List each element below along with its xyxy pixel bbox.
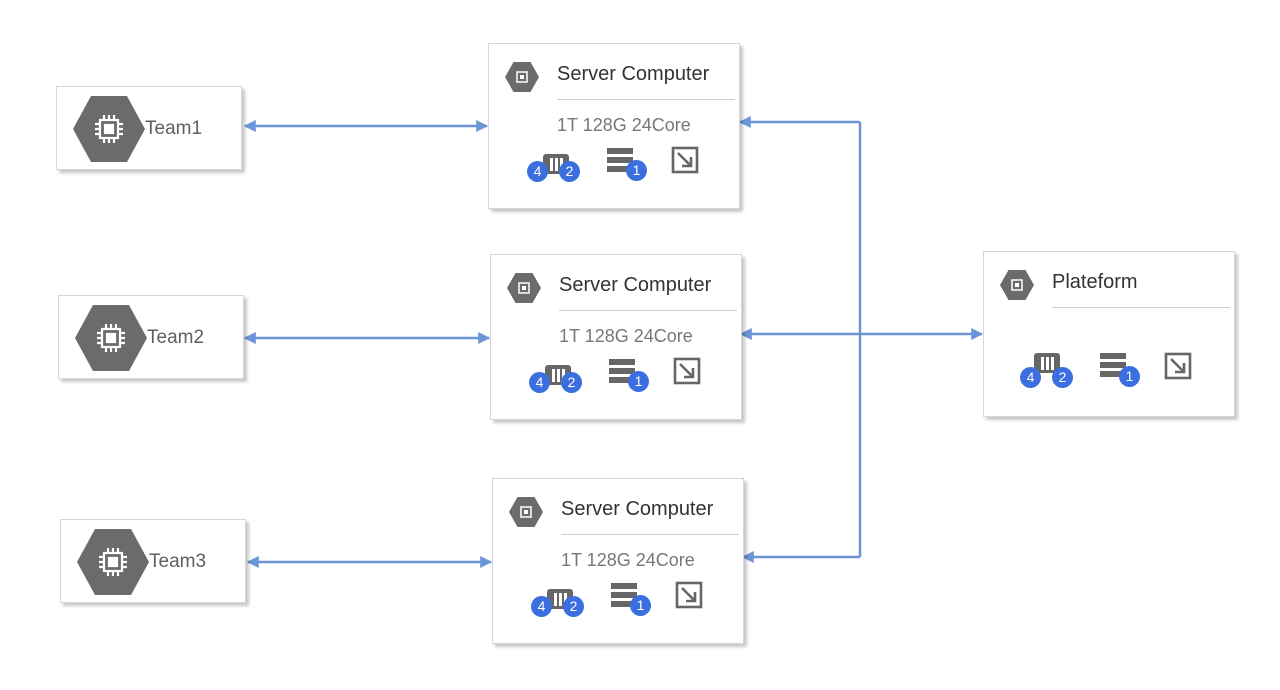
cpu-chip-icon — [75, 305, 147, 371]
gpu-count-badge: 2 — [559, 161, 580, 182]
team-card-3[interactable]: Team3 — [60, 519, 246, 603]
disk-count-badge: 1 — [626, 160, 647, 181]
cpu-chip-icon — [509, 497, 543, 527]
disk-count-badge: 1 — [628, 371, 649, 392]
team-card-1[interactable]: Team1 — [56, 86, 242, 170]
server-title: Server Computer — [557, 63, 710, 85]
storage-stack-icon — [609, 359, 635, 383]
storage-stack-icon — [611, 583, 637, 607]
team-label: Team3 — [149, 551, 207, 572]
expand-arrow-icon[interactable] — [670, 145, 700, 175]
server-card-1[interactable]: Server Computer 1T 128G 24Core 4 2 1 — [488, 43, 740, 209]
team-card-2[interactable]: Team2 — [58, 295, 244, 379]
team-label: Team1 — [145, 118, 203, 139]
gpu-count-badge: 2 — [561, 372, 582, 393]
gpu-count-badge: 4 — [1020, 367, 1041, 388]
server-card-2[interactable]: Server Computer 1T 128G 24Core 4 2 1 — [490, 254, 742, 420]
gpu-count-badge: 4 — [529, 372, 550, 393]
expand-arrow-icon[interactable] — [1163, 351, 1193, 381]
divider — [561, 534, 739, 535]
platform-card[interactable]: Plateform 4 2 1 — [983, 251, 1235, 417]
cpu-chip-icon — [77, 529, 149, 595]
server-title: Server Computer — [559, 274, 712, 296]
gpu-count-badge: 4 — [527, 161, 548, 182]
gpu-card-icon — [1034, 353, 1060, 373]
storage-stack-icon — [607, 148, 633, 172]
cpu-chip-icon — [1000, 270, 1034, 300]
expand-arrow-icon[interactable] — [674, 580, 704, 610]
team-label: Team2 — [147, 327, 205, 348]
gpu-count-badge: 4 — [531, 596, 552, 617]
server-specs: 1T 128G 24Core — [557, 115, 691, 135]
expand-arrow-icon[interactable] — [672, 356, 702, 386]
divider — [1052, 307, 1230, 308]
server-title: Server Computer — [561, 498, 714, 520]
divider — [557, 99, 735, 100]
server-card-3[interactable]: Server Computer 1T 128G 24Core 4 2 1 — [492, 478, 744, 644]
storage-stack-icon — [1100, 353, 1126, 377]
disk-count-badge: 1 — [630, 595, 651, 616]
disk-count-badge: 1 — [1119, 366, 1140, 387]
gpu-count-badge: 2 — [1052, 367, 1073, 388]
server-specs: 1T 128G 24Core — [561, 550, 695, 570]
cpu-chip-icon — [73, 96, 145, 162]
gpu-count-badge: 2 — [563, 596, 584, 617]
divider — [559, 310, 737, 311]
server-specs: 1T 128G 24Core — [559, 326, 693, 346]
cpu-chip-icon — [507, 273, 541, 303]
cpu-chip-icon — [505, 62, 539, 92]
platform-title: Plateform — [1052, 271, 1138, 293]
